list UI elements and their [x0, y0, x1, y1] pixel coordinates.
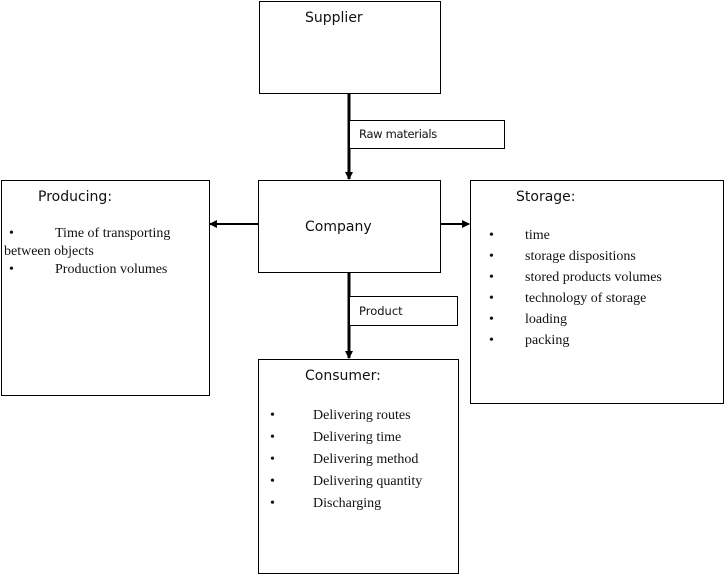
edge-label-product: Product — [349, 296, 458, 326]
consumer-list: •Delivering routes •Delivering time •Del… — [270, 405, 460, 515]
storage-list: •time •storage dispositions •stored prod… — [489, 225, 719, 351]
list-item: •loading — [489, 309, 719, 330]
bullet-icon: • — [270, 408, 275, 423]
list-item: •storage dispositions — [489, 246, 719, 267]
list-item: •stored products volumes — [489, 267, 719, 288]
company-node: Company — [258, 180, 441, 273]
bullet-icon: • — [489, 291, 494, 306]
list-item: •time — [489, 225, 719, 246]
bullet-icon: • — [489, 249, 494, 264]
bullet-icon: • — [489, 312, 494, 327]
company-title: Company — [305, 219, 372, 235]
storage-title: Storage: — [516, 189, 576, 205]
producing-title: Producing: — [38, 189, 113, 205]
consumer-node: Consumer: •Delivering routes •Delivering… — [258, 359, 459, 574]
list-item: •Discharging — [270, 493, 460, 515]
list-item: •Delivering method — [270, 449, 460, 471]
producing-node: Producing: •Time of transporting between… — [1, 180, 210, 396]
supplier-title: Supplier — [305, 10, 363, 26]
product-label: Product — [359, 304, 403, 318]
bullet-icon: • — [489, 270, 494, 285]
list-item: •Delivering routes — [270, 405, 460, 427]
edge-label-raw-materials: Raw materials — [349, 120, 505, 149]
bullet-icon: • — [489, 228, 494, 243]
list-item: •packing — [489, 330, 719, 351]
list-item: •Delivering time — [270, 427, 460, 449]
raw-materials-label: Raw materials — [359, 127, 437, 141]
list-item: •technology of storage — [489, 288, 719, 309]
supplier-node: Supplier — [259, 1, 441, 94]
bullet-icon: • — [9, 226, 14, 241]
list-item: •Time of transporting — [9, 226, 171, 241]
producing-list: •Time of transporting between objects •P… — [4, 225, 209, 279]
bullet-icon: • — [9, 262, 14, 277]
storage-node: Storage: •time •storage dispositions •st… — [470, 180, 724, 404]
bullet-icon: • — [270, 496, 275, 511]
consumer-title: Consumer: — [305, 368, 381, 384]
list-item: between objects — [4, 244, 94, 259]
bullet-icon: • — [489, 333, 494, 348]
list-item: •Delivering quantity — [270, 471, 460, 493]
list-item: •Production volumes — [9, 262, 168, 277]
bullet-icon: • — [270, 452, 275, 467]
bullet-icon: • — [270, 474, 275, 489]
bullet-icon: • — [270, 430, 275, 445]
